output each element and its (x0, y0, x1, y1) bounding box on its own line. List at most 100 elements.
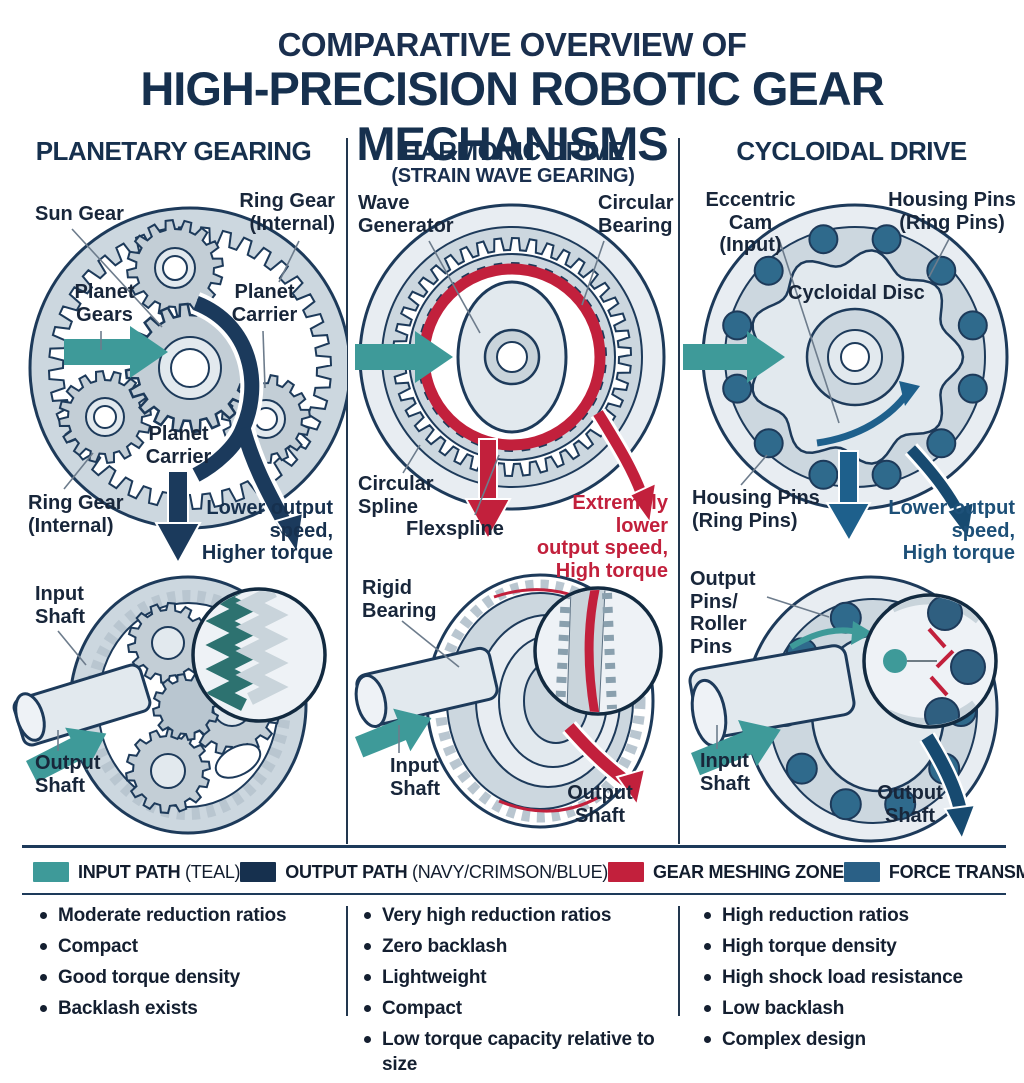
label-planet-carrier-bottom: Planet Carrier (145, 423, 212, 468)
legend-top-rule (22, 845, 1006, 848)
input-shaft-3d (354, 646, 499, 729)
list-item: Zero backlash (362, 934, 674, 959)
bullet-divider (678, 906, 680, 1016)
column-subheader-harmonic: (STRAIN WAVE GEARING) (391, 165, 635, 187)
legend-label: GEAR MESHING ZONE (653, 861, 844, 882)
legend-swatch-crimson (608, 862, 644, 882)
list-item: Very high reduction ratios (362, 903, 674, 928)
planetary-3d-diagram (12, 575, 327, 835)
leader-lines (402, 240, 605, 516)
legend-swatch-teal (33, 862, 69, 882)
leader-lines (63, 228, 300, 490)
gear-meshing-magnifier (191, 587, 327, 723)
label-ring-gear-top: Ring Gear (Internal) (239, 190, 335, 235)
legend-note: (TEAL) (185, 861, 241, 882)
bullet-divider (346, 906, 348, 1016)
list-item: High torque density (702, 934, 1014, 959)
highlight-dot (883, 649, 907, 673)
legend-label: FORCE TRANSMISSION (888, 861, 1024, 882)
legend: INPUT PATH (TEAL) OUTPUT PATH (NAVY/CRIM… (33, 857, 1024, 887)
legend-label: INPUT PATH (78, 861, 181, 882)
legend-label: OUTPUT PATH (285, 861, 408, 882)
rotation-arrow (816, 381, 920, 447)
planetary-cross-section-diagram (28, 206, 347, 565)
label-ring-gear-bottom: Ring Gear (Internal) (28, 492, 124, 537)
column-divider (678, 138, 680, 844)
input-arrow-icon (355, 708, 432, 758)
cycloidal-3d-diagram (688, 575, 999, 843)
meshing-zone-arc (498, 795, 600, 813)
label-input-shaft: Input Shaft (390, 755, 440, 800)
list-item: Complex design (702, 1027, 1014, 1052)
label-output-shaft: Output Shaft (877, 782, 943, 827)
label-output-pins: Output Pins/ Roller Pins (690, 568, 756, 658)
label-flexspline: Flexspline (406, 518, 504, 540)
list-item: Lightweight (362, 965, 674, 990)
label-outcome-cycloidal: Lower output speed, High torque (888, 497, 1015, 565)
input-arrow-icon (64, 326, 168, 378)
legend-note: (NAVY/CRIMSON/BLUE) (412, 861, 608, 882)
housing-pins (722, 224, 988, 490)
label-outcome-planetary: Lower output speed, Higher torque (201, 497, 333, 565)
label-input-shaft: Input Shaft (35, 583, 85, 628)
leader-lines (716, 596, 830, 749)
page-title-line1: COMPARATIVE OVERVIEW OF (277, 26, 747, 63)
legend-item-gear-meshing: GEAR MESHING ZONE (608, 862, 844, 883)
list-item: High reduction ratios (702, 903, 1014, 928)
label-cycloidal-disc: Cycloidal Disc (788, 282, 925, 304)
leader-lines (398, 620, 460, 753)
rotation-arrow (789, 621, 873, 650)
label-outcome-harmonic: Extremely lower output speed, High torqu… (536, 492, 668, 582)
label-planet-gears: Planet Gears (74, 281, 135, 326)
label-wave-generator: Wave Generator (358, 192, 454, 237)
list-item: Low backlash (702, 996, 1014, 1021)
leader-lines (740, 238, 950, 486)
column-header-harmonic: HARMONIC DRIVE (401, 136, 625, 166)
column-header-planetary: PLANETARY GEARING (35, 136, 312, 166)
output-arrow-crimson (562, 721, 647, 808)
legend-swatch-navy (240, 862, 277, 882)
cycloidal-feature-list: High reduction ratios High torque densit… (702, 903, 1014, 1058)
legend-item-input-path: INPUT PATH (TEAL) (33, 861, 241, 883)
column-divider (346, 138, 348, 844)
list-item: Compact (38, 934, 333, 959)
list-item: High shock load resistance (702, 965, 1014, 990)
label-eccentric-cam: Eccentric Cam (Input) (705, 189, 796, 257)
input-output-shaft (12, 663, 152, 747)
harmonic-cross-section-diagram (355, 203, 666, 542)
cycloidal-cross-section-diagram (683, 203, 1009, 544)
list-item: Compact (362, 996, 674, 1021)
input-arrow-icon (683, 331, 785, 383)
label-circular-spline: Circular Spline (358, 473, 434, 518)
input-arrow-icon (26, 727, 107, 783)
output-path-arrow (154, 292, 305, 565)
list-item: Low torque capacity relative to size (362, 1027, 674, 1077)
page-title-line2: HIGH-PRECISION ROBOTIC GEAR MECHANISMS (140, 62, 884, 170)
column-header-cycloidal: CYCLOIDAL DRIVE (736, 136, 967, 166)
list-item: Good torque density (38, 965, 333, 990)
harmonic-feature-list: Very high reduction ratios Zero backlash… (362, 903, 674, 1083)
label-output-shaft: Output Shaft (35, 752, 101, 797)
list-item: Backlash exists (38, 996, 333, 1021)
label-planet-carrier-right: Planet Carrier (231, 281, 298, 326)
label-sun-gear: Sun Gear (35, 203, 124, 225)
input-arrow-icon (691, 719, 781, 776)
label-input-shaft: Input Shaft (700, 750, 750, 795)
label-rigid-bearing: Rigid Bearing (362, 577, 437, 622)
label-circular-bearing: Circular Bearing (598, 192, 674, 237)
output-path-arrow-blue (825, 443, 976, 544)
legend-swatch-blue (843, 862, 880, 882)
pin-engagement-magnifier (862, 593, 998, 729)
planetary-feature-list: Moderate reduction ratios Compact Good t… (38, 903, 333, 1027)
output-arrow-blue (919, 732, 977, 842)
label-output-shaft: Output Shaft (567, 782, 633, 827)
list-item: Moderate reduction ratios (38, 903, 333, 928)
leader-lines (57, 630, 87, 751)
legend-item-force-transmission: FORCE TRANSMISSION (843, 861, 1024, 883)
harmonic-3d-diagram (354, 573, 663, 829)
gear-meshing-magnifier (533, 586, 663, 716)
input-arrow-icon (355, 331, 453, 383)
label-housing-pins-bottom: Housing Pins (Ring Pins) (692, 487, 820, 532)
legend-item-output-path: OUTPUT PATH (NAVY/CRIMSON/BLUE) (240, 862, 608, 883)
infographic-page: { "title": { "line1": "COMPARATIVE OVERV… (12, 26, 1024, 1076)
